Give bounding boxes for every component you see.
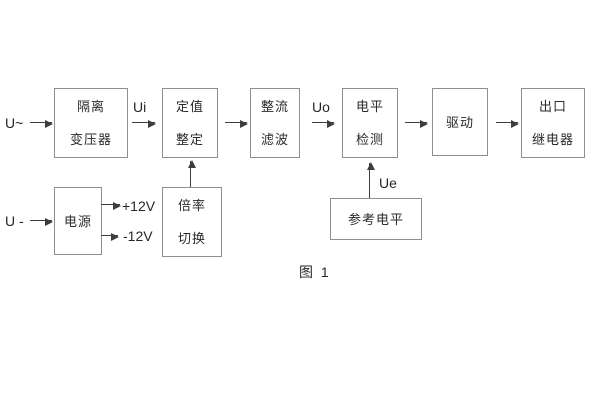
figure-caption: 图 1 bbox=[299, 264, 331, 280]
arrow-drive-to-relay bbox=[496, 119, 519, 128]
block-value-setting-line2: 整定 bbox=[175, 132, 204, 147]
signal-label-uo: Uo bbox=[312, 99, 330, 115]
block-multiplier-switch-line1: 倍率 bbox=[177, 198, 206, 213]
signal-label-minus-12v: -12V bbox=[123, 228, 153, 244]
block-drive: 驱动 bbox=[432, 88, 488, 156]
block-reference-level: 参考电平 bbox=[330, 198, 422, 240]
block-power-supply: 电源 bbox=[54, 187, 102, 255]
block-rectifier-filter: 整流 滤波 bbox=[250, 88, 300, 158]
block-rectifier-filter-line2: 滤波 bbox=[260, 132, 289, 147]
arrow-detection-to-drive bbox=[405, 119, 428, 128]
arrow-input-dc bbox=[30, 217, 53, 226]
signal-label-ue: Ue bbox=[379, 175, 397, 191]
block-output-relay: 出口 继电器 bbox=[521, 88, 585, 158]
arrow-uo bbox=[312, 119, 335, 128]
signal-label-input-dc: U - bbox=[5, 213, 24, 229]
arrow-plus-12v bbox=[101, 201, 121, 210]
block-output-relay-line1: 出口 bbox=[538, 99, 567, 114]
block-multiplier-switch-line2: 切换 bbox=[177, 231, 206, 246]
block-rectifier-filter-line1: 整流 bbox=[260, 99, 289, 114]
block-reference-level-label: 参考电平 bbox=[347, 211, 404, 227]
arrow-minus-12v bbox=[101, 232, 119, 241]
block-multiplier-switch: 倍率 切换 bbox=[162, 187, 222, 257]
arrow-ui bbox=[132, 119, 156, 128]
block-isolation-transformer: 隔离 变压器 bbox=[54, 88, 128, 158]
signal-label-input-ac: U~ bbox=[5, 115, 24, 131]
block-power-supply-label: 电源 bbox=[63, 213, 92, 229]
block-isolation-transformer-line1: 隔离 bbox=[76, 99, 105, 114]
block-level-detection: 电平 检测 bbox=[342, 88, 398, 158]
block-value-setting-line1: 定值 bbox=[175, 99, 204, 114]
arrow-ue-reference-to-detection bbox=[366, 162, 375, 198]
arrow-setting-to-rectifier bbox=[225, 119, 248, 128]
signal-label-plus-12v: +12V bbox=[122, 198, 156, 214]
signal-label-ui: Ui bbox=[133, 99, 147, 115]
block-drive-label: 驱动 bbox=[445, 114, 474, 130]
block-value-setting: 定值 整定 bbox=[162, 88, 218, 158]
block-output-relay-line2: 继电器 bbox=[531, 132, 574, 147]
block-level-detection-line1: 电平 bbox=[355, 99, 384, 114]
arrow-multiplier-to-setting bbox=[187, 160, 196, 187]
block-level-detection-line2: 检测 bbox=[355, 132, 384, 147]
block-isolation-transformer-line2: 变压器 bbox=[69, 132, 112, 147]
arrow-input-ac bbox=[30, 119, 53, 128]
